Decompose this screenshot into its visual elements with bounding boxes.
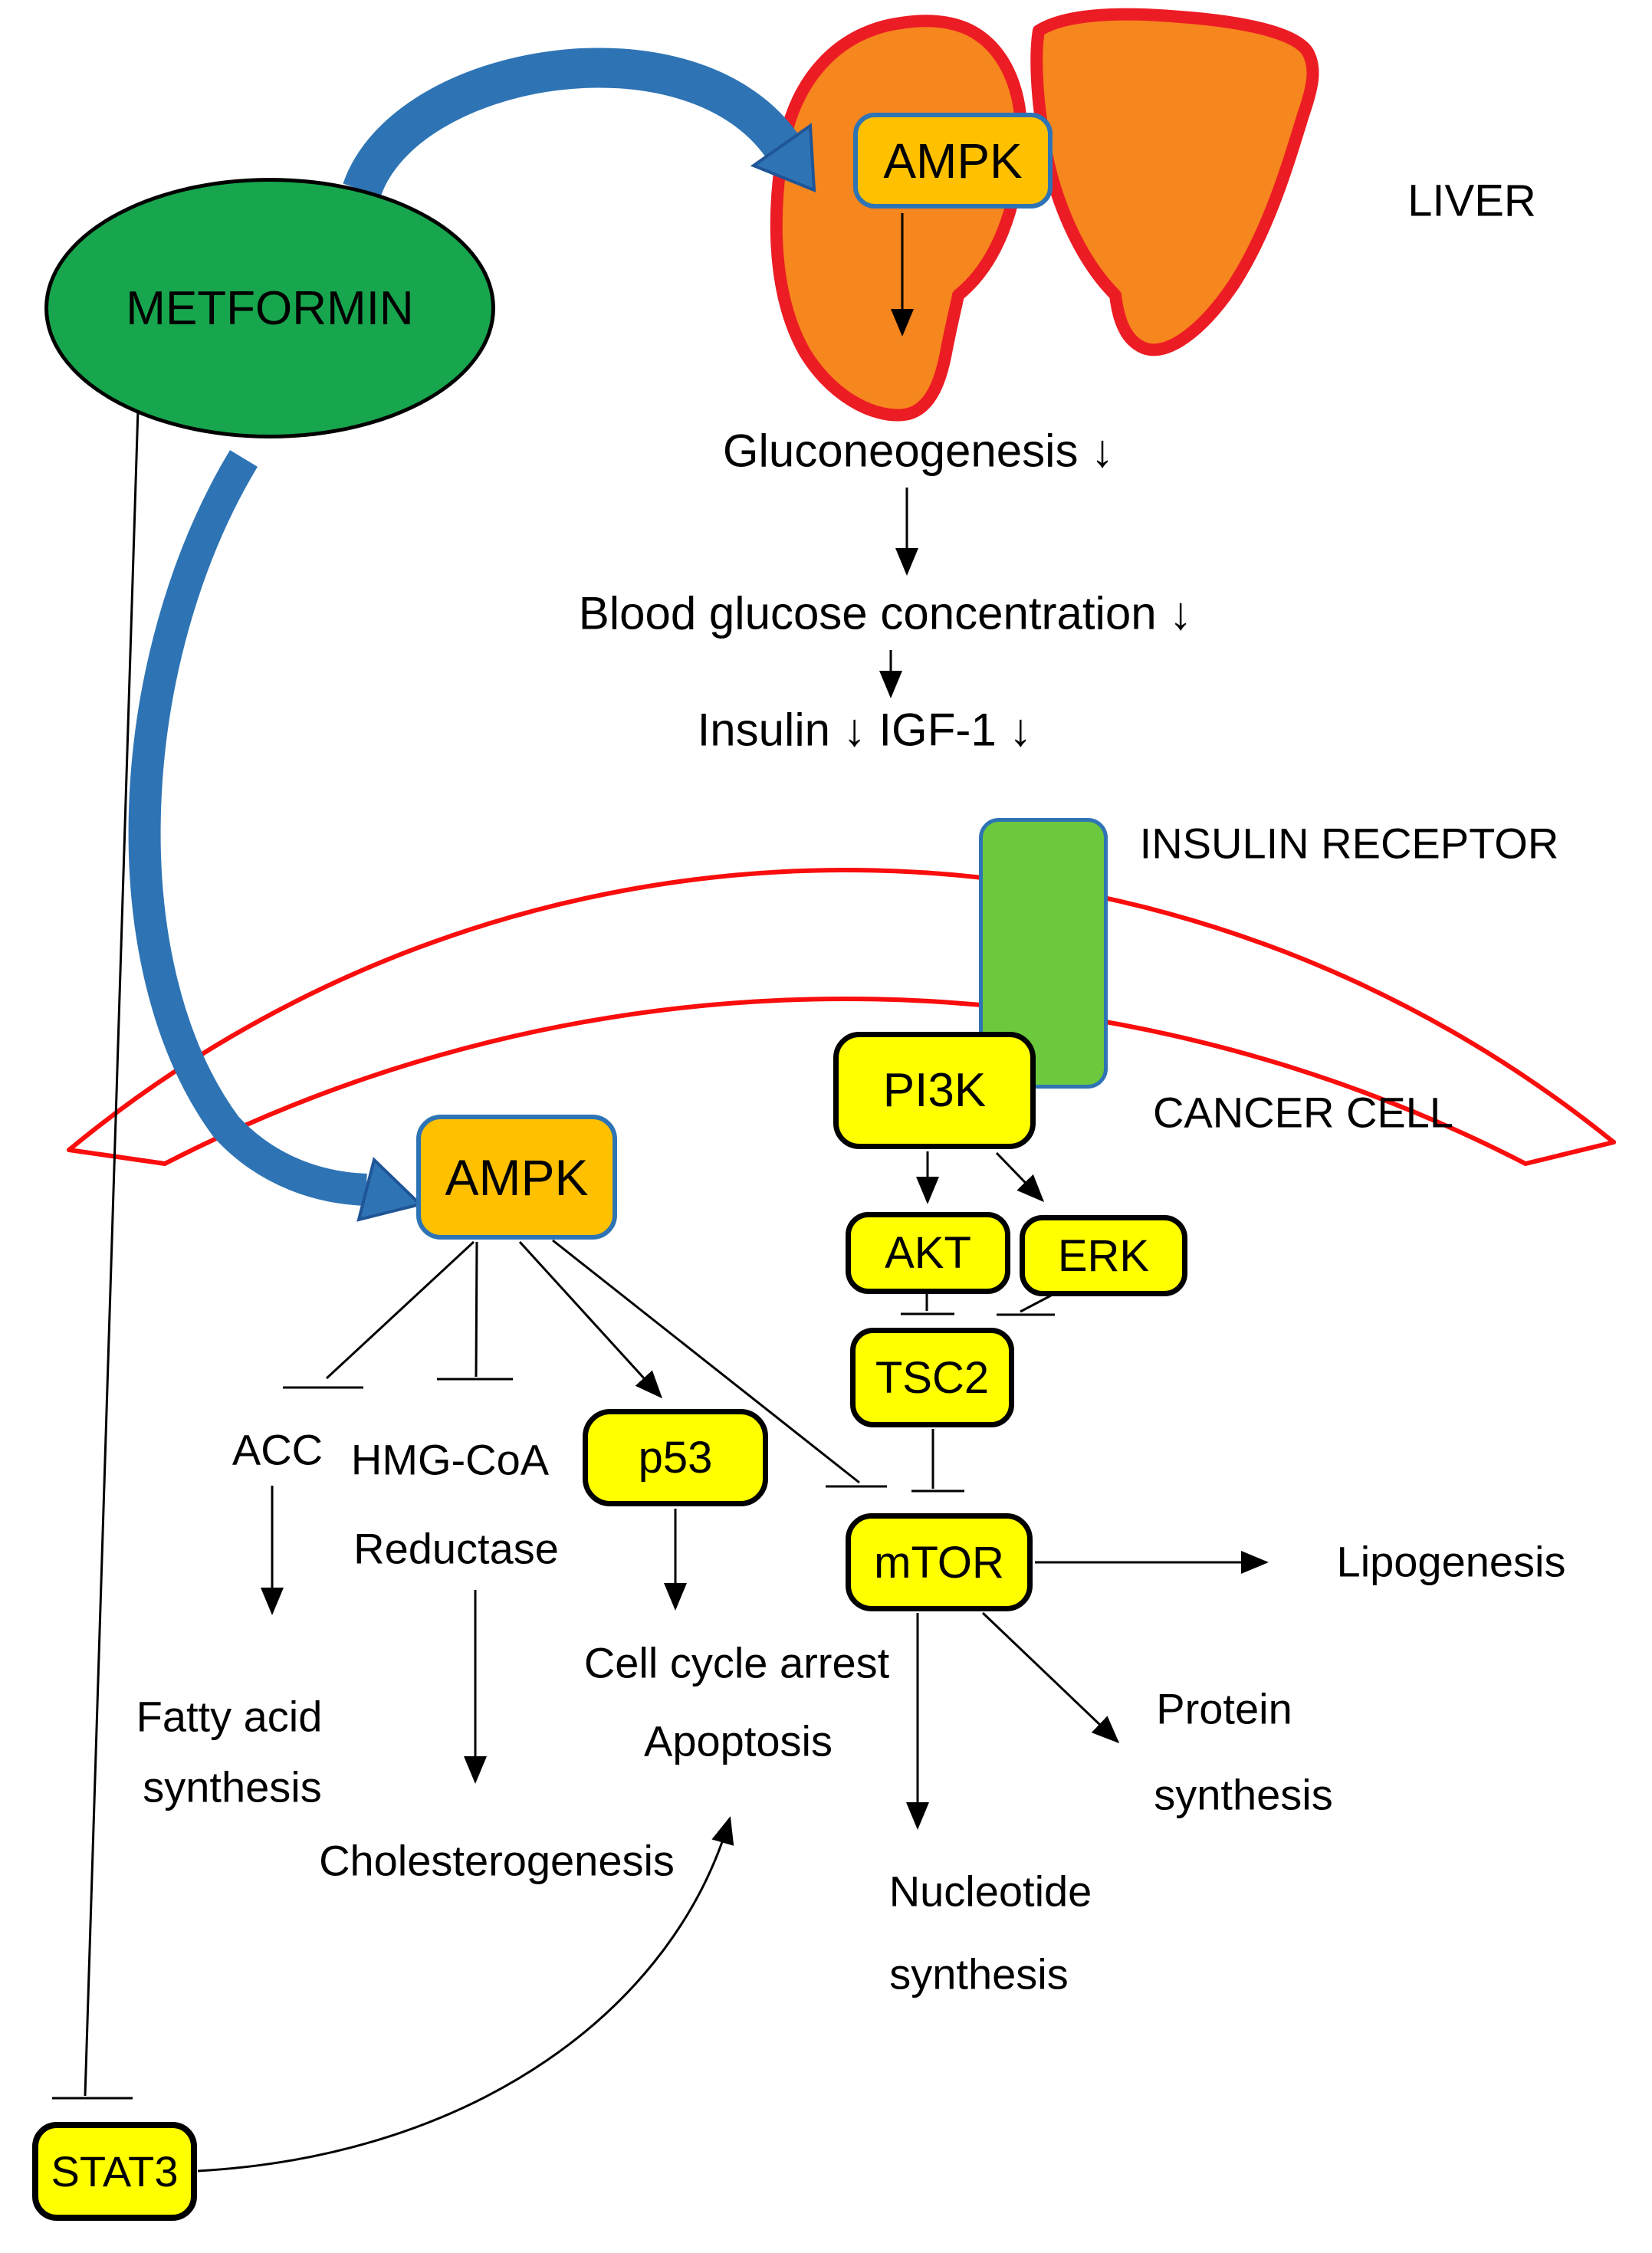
gluconeogenesis-label: Gluconeogenesis ↓ (722, 425, 1115, 477)
edge-tsc2-mtor-inhibit (911, 1429, 964, 1493)
hmg-coa-label-line1: HMG-CoA (350, 1435, 550, 1484)
metformin-to-ampk-arrow (128, 450, 423, 1222)
node-akt: AKT (846, 1212, 1010, 1294)
liver-right-lobe (1030, 8, 1319, 356)
liver-label: LIVER (1407, 176, 1536, 226)
cancer-cell-label: CANCER CELL (1152, 1088, 1454, 1137)
protein-synthesis-label-line1: Protein (1156, 1684, 1292, 1733)
edge-ampk-acc-inhibit (283, 1240, 475, 1389)
inhibition-edges (52, 409, 1055, 2100)
insulin-receptor-label: INSULIN RECEPTOR (1139, 819, 1559, 868)
membrane-left-cap (67, 1148, 167, 1166)
apoptosis-label: Apoptosis (644, 1716, 833, 1765)
node-stat3: STAT3 (32, 2122, 197, 2221)
node-mtor: mTOR (846, 1513, 1033, 1611)
membrane-inner-arc (163, 997, 1528, 1166)
edge-metformin-stat3-inhibit (52, 409, 140, 2100)
membrane-right-cap (1523, 1140, 1616, 1166)
nucleotide-synthesis-label-line2: synthesis (889, 1949, 1069, 1998)
liver-left-lobe (770, 15, 1028, 422)
node-ampk-liver: AMPK (853, 113, 1053, 209)
activation-arrows (197, 213, 1269, 2173)
metformin-to-liver-arrow (343, 48, 816, 198)
edge-ampk-hmg-inhibit (437, 1241, 513, 1381)
edge-ampk-p53 (518, 1240, 663, 1399)
node-tsc2: TSC2 (850, 1328, 1014, 1427)
node-pi3k: PI3K (833, 1032, 1036, 1149)
cell-membrane-arcs (67, 868, 1616, 1166)
edge-erk-tsc2-inhibit (997, 1294, 1055, 1316)
node-erk: ERK (1020, 1215, 1187, 1296)
node-erk-label: ERK (1057, 1230, 1150, 1281)
fatty-acid-label-line1: Fatty acid (136, 1692, 323, 1741)
node-tsc2-label: TSC2 (875, 1352, 990, 1403)
lipogenesis-label: Lipogenesis (1336, 1537, 1566, 1586)
node-ampk-cell-label: AMPK (445, 1148, 589, 1206)
node-ampk-cell: AMPK (416, 1115, 617, 1240)
nucleotide-synthesis-label-line1: Nucleotide (888, 1867, 1092, 1916)
blood-glucose-label: Blood glucose concentration ↓ (578, 587, 1193, 639)
insulin-igf1-label: Insulin ↓ IGF-1 ↓ (697, 704, 1033, 756)
hmg-coa-label-line2: Reductase (353, 1524, 559, 1573)
membrane-outer-arc (67, 868, 1616, 1152)
node-p53: p53 (583, 1409, 768, 1506)
node-stat3-label: STAT3 (51, 2147, 179, 2196)
edge-akt-tsc2-inhibit (901, 1294, 954, 1315)
node-p53-label: p53 (638, 1433, 713, 1483)
edge-stat3-apoptosis (197, 1816, 734, 2173)
node-pi3k-label: PI3K (882, 1064, 987, 1117)
protein-synthesis-label-line2: synthesis (1154, 1770, 1333, 1819)
node-metformin: METFORMIN (44, 178, 495, 438)
node-metformin-label: METFORMIN (126, 281, 414, 335)
node-ampk-liver-label: AMPK (883, 133, 1023, 189)
edge-mtor-protein (981, 1611, 1120, 1744)
edge-ampk-mtor-inhibit (552, 1239, 887, 1488)
fatty-acid-label-line2: synthesis (143, 1762, 322, 1811)
node-akt-label: AKT (885, 1228, 971, 1278)
cell-cycle-arrest-label: Cell cycle arrest (583, 1638, 890, 1687)
acc-label: ACC (232, 1425, 324, 1474)
node-mtor-label: mTOR (874, 1537, 1004, 1588)
cholesterogenesis-label: Cholesterogenesis (319, 1836, 675, 1885)
edge-pi3k-erk (995, 1151, 1045, 1203)
liver-organ-shape (770, 8, 1319, 422)
